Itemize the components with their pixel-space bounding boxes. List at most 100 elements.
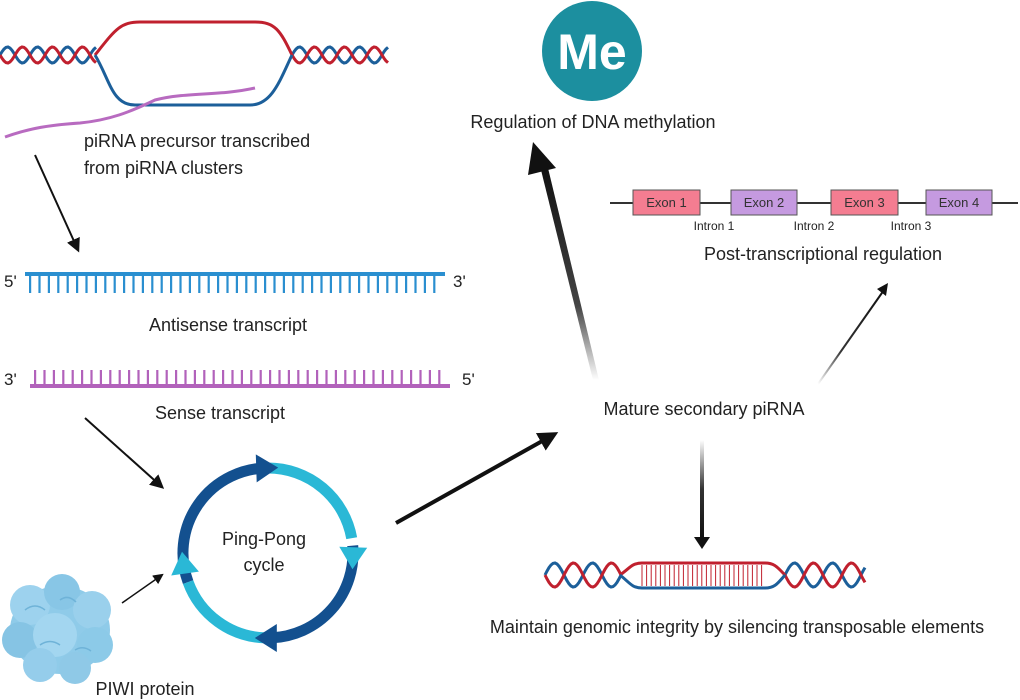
antisense-base — [301, 275, 304, 293]
dna-strand-red — [543, 561, 623, 589]
antisense-base — [311, 275, 314, 293]
piwi-label: PIWI protein — [95, 679, 194, 699]
antisense-base — [423, 275, 426, 293]
antisense-backbone — [25, 272, 445, 276]
sense-base — [137, 370, 140, 386]
sense-base — [259, 370, 262, 386]
antisense-base — [57, 275, 60, 293]
sense-5prime: 5' — [462, 370, 475, 389]
antisense-base — [433, 275, 436, 293]
antisense-base — [85, 275, 88, 293]
dna-double-helix-icon — [290, 45, 389, 65]
sense-base — [212, 370, 215, 386]
sense-base — [344, 370, 347, 386]
svg-text:Exon 4: Exon 4 — [939, 195, 979, 210]
exon-3: Exon 3 — [830, 189, 899, 216]
sense-bases — [34, 370, 441, 386]
antisense-base — [160, 275, 163, 293]
sense-base — [419, 370, 422, 386]
sense-base — [52, 370, 55, 386]
sense-base — [391, 370, 394, 386]
sense-base — [231, 370, 234, 386]
dna-double-helix-icon — [783, 561, 867, 589]
dna-double-helix-icon — [0, 45, 97, 65]
antisense-base — [254, 275, 257, 293]
sense-3prime: 3' — [4, 370, 17, 389]
arrow-mature-to-methylation — [541, 168, 599, 380]
sense-base — [43, 370, 46, 386]
sense-base — [62, 370, 65, 386]
antisense-base — [358, 275, 361, 293]
antisense-base — [386, 275, 389, 293]
sense-base — [438, 370, 441, 386]
dna-top-strand-bubble — [93, 20, 294, 56]
antisense-base — [47, 275, 50, 293]
antisense-base — [395, 275, 398, 293]
ping-pong-cycle — [171, 454, 368, 652]
exon-4: Exon 4 — [925, 189, 993, 216]
sense-base — [109, 370, 112, 386]
antisense-base — [235, 275, 238, 293]
piwi-protein-icon — [2, 574, 113, 684]
sense-base — [71, 370, 74, 386]
sense-base — [372, 370, 375, 386]
antisense-base — [339, 275, 342, 293]
pirna-target-duplex — [641, 565, 763, 586]
antisense-base — [367, 275, 370, 293]
antisense-bases — [29, 275, 436, 293]
sense-base — [128, 370, 131, 386]
antisense-base — [320, 275, 323, 293]
cycle-arrow-head — [254, 624, 277, 652]
sense-base — [118, 370, 121, 386]
intron-1-label: Intron 1 — [694, 219, 735, 233]
antisense-base — [141, 275, 144, 293]
arrow-piwi-to-cycle — [121, 573, 164, 604]
arrow-mature-to-maintain — [700, 440, 704, 538]
pirna-cluster-dna — [0, 20, 389, 139]
arrow-sense-to-cycle — [84, 417, 165, 489]
dna-strand-red — [0, 45, 97, 65]
sense-base — [240, 370, 243, 386]
sense-base — [81, 370, 84, 386]
gene-structure: Exon 1 Exon 2 Exon 3 Exon 4 Intron 1 Int… — [610, 189, 1018, 233]
antisense-base — [104, 275, 107, 293]
antisense-base — [207, 275, 210, 293]
antisense-5prime: 5' — [4, 272, 17, 291]
sense-base — [297, 370, 300, 386]
mature-pirna-label: Mature secondary piRNA — [603, 399, 804, 419]
precursor-label-line1: piRNA precursor transcribed — [84, 131, 310, 151]
arrow-precursor-to-antisense — [34, 154, 80, 253]
svg-text:Exon 2: Exon 2 — [744, 195, 784, 210]
sense-base — [165, 370, 168, 386]
cycle-arc-light — [267, 462, 358, 540]
sense-base — [316, 370, 319, 386]
sense-base — [193, 370, 196, 386]
intron-3-label: Intron 3 — [891, 219, 932, 233]
dna-strand-blue — [0, 45, 97, 65]
cycle-arrow-head — [255, 454, 279, 483]
dna-bottom-strand-bubble — [93, 54, 294, 107]
antisense-base — [348, 275, 351, 293]
antisense-base — [113, 275, 116, 293]
sense-base — [90, 370, 93, 386]
antisense-base — [245, 275, 248, 293]
antisense-base — [217, 275, 220, 293]
arrow-mature-to-posttranscriptional — [817, 289, 885, 385]
sense-base — [278, 370, 281, 386]
antisense-base — [226, 275, 229, 293]
sense-base — [381, 370, 384, 386]
sense-base — [250, 370, 253, 386]
sense-base — [353, 370, 356, 386]
antisense-base — [376, 275, 379, 293]
transposon-bottom-strand — [619, 573, 787, 590]
sense-base — [34, 370, 37, 386]
svg-text:Exon 3: Exon 3 — [844, 195, 884, 210]
pirna-precursor-rna — [4, 86, 256, 139]
sense-base — [400, 370, 403, 386]
antisense-base — [179, 275, 182, 293]
sense-base — [334, 370, 337, 386]
cycle-arc-light — [182, 580, 266, 644]
antisense-base — [29, 275, 32, 293]
antisense-base — [282, 275, 285, 293]
transposon-dna — [543, 561, 867, 590]
